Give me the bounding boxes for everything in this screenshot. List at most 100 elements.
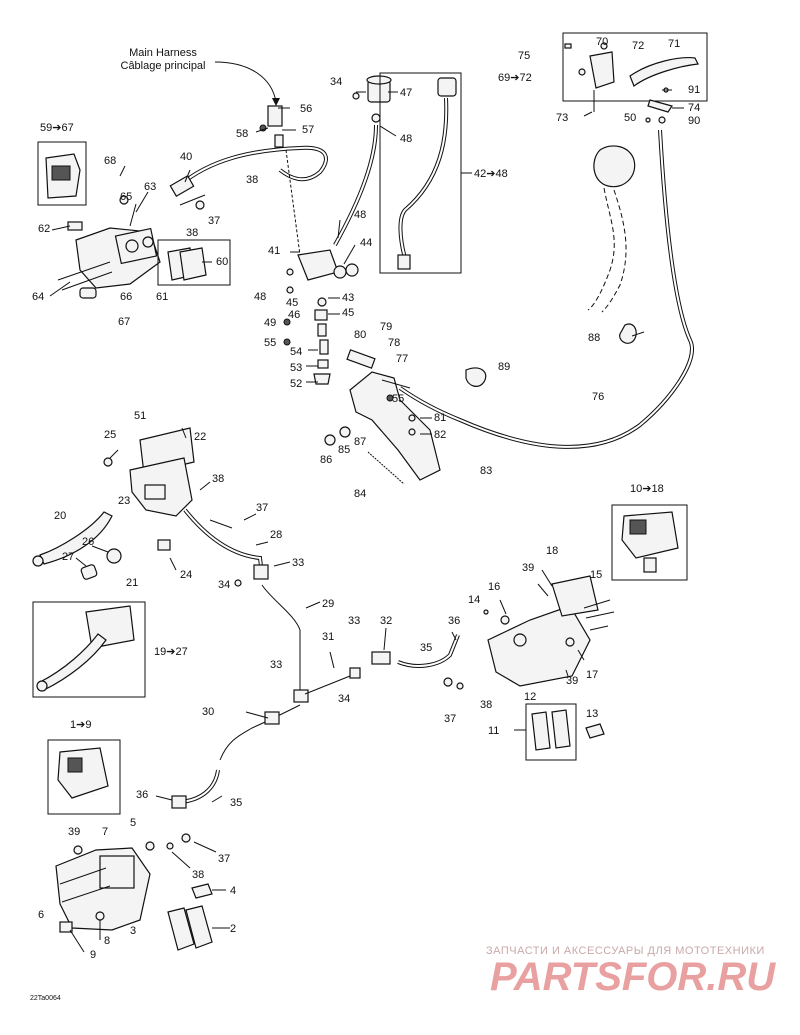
pin	[59, 867, 107, 885]
piston	[144, 484, 166, 500]
callout-60: 60	[216, 256, 228, 268]
washer-45	[317, 297, 327, 307]
callout-78: 78	[388, 337, 400, 349]
callout-48a: 48	[400, 133, 412, 145]
piston	[513, 633, 527, 647]
callout-34b: 34	[218, 579, 230, 591]
callout-4: 4	[230, 885, 236, 897]
lever-20	[39, 511, 113, 565]
callout-28: 28	[270, 529, 282, 541]
callout-77: 77	[396, 353, 408, 365]
brake-splitter-assembly	[259, 105, 359, 385]
callout-85: 85	[338, 444, 350, 456]
clip-13	[585, 723, 605, 739]
callout-61: 61	[156, 291, 168, 303]
bolt-34	[234, 579, 242, 587]
tie-wrap-88	[619, 323, 637, 344]
main-harness-label: Main Harness Câblage principal	[121, 47, 280, 106]
callout-55b: 55	[392, 393, 404, 405]
grip-housing	[593, 145, 636, 188]
pedal-83	[349, 371, 441, 481]
pin	[61, 271, 113, 291]
pin	[583, 599, 611, 609]
callout-33b: 33	[348, 615, 360, 627]
washer-38	[456, 682, 464, 690]
tie-89	[465, 367, 487, 387]
callout-51: 51	[134, 410, 146, 422]
reservoir-assembly	[333, 75, 392, 246]
callout-44: 44	[360, 237, 372, 249]
callout-84: 84	[354, 488, 366, 500]
callout-48b: 48	[354, 209, 366, 221]
bolt-39	[73, 845, 83, 855]
callout-72a: 72	[632, 40, 644, 52]
callout-36a: 36	[448, 615, 460, 627]
callout-81: 81	[434, 412, 446, 424]
callout-52: 52	[290, 378, 302, 390]
callout-83: 83	[480, 465, 492, 477]
callout-31: 31	[322, 631, 334, 643]
pin	[589, 625, 609, 631]
callout-36b: 36	[136, 789, 148, 801]
callout-29: 29	[322, 598, 334, 610]
callout-54: 54	[290, 346, 302, 358]
piston	[67, 757, 83, 773]
callout-79: 79	[380, 321, 392, 333]
spring-84	[367, 451, 405, 485]
line-29	[261, 584, 301, 690]
front-master-cylinder	[32, 427, 233, 580]
clamp-44	[333, 265, 347, 279]
seal	[317, 323, 327, 337]
spring-26	[106, 548, 122, 564]
callout-75: 75	[518, 50, 530, 62]
pad-11	[531, 711, 551, 751]
fitting	[264, 711, 280, 725]
clip-4	[191, 883, 213, 899]
pad-2	[167, 907, 195, 951]
callout-87: 87	[354, 436, 366, 448]
callout-19-27: 19➔27	[154, 646, 188, 658]
banjo-5	[145, 841, 155, 851]
callout-37a: 37	[208, 215, 220, 227]
fitting	[349, 667, 361, 679]
fitting-36	[171, 795, 187, 809]
harness-arrow-head	[272, 98, 280, 106]
callout-91: 91	[688, 84, 700, 96]
callout-45a: 45	[286, 297, 298, 309]
callout-76: 76	[592, 391, 604, 403]
bolt-82	[408, 428, 416, 436]
pad-11	[551, 709, 571, 749]
callout-70: 70	[596, 36, 608, 48]
bushing-70	[600, 42, 608, 50]
bushing-85	[339, 426, 351, 438]
callout-18: 18	[546, 545, 558, 557]
inset-frame	[32, 601, 146, 698]
harness-label-fr: Câblage principal	[121, 60, 206, 72]
inset-frame	[379, 72, 462, 274]
callout-42-48: 42➔48	[474, 168, 508, 180]
tee-lower	[293, 689, 309, 703]
drawing-code: 22Ta0064	[30, 995, 61, 1002]
bolt-41	[286, 268, 294, 276]
banjo-bolt-37	[443, 677, 453, 687]
piston	[629, 519, 647, 535]
callout-1-9: 1➔9	[70, 719, 91, 731]
inset-frame	[37, 141, 87, 206]
washer-50	[645, 117, 651, 123]
watermark-caption: ЗАПЧАСТИ И АКСЕССУАРЫ ДЛЯ МОТОТЕХНИКИ	[486, 945, 765, 957]
callout-8: 8	[104, 935, 110, 947]
piston-46	[314, 309, 328, 321]
banjo-bolt	[195, 200, 205, 210]
callout-16: 16	[488, 581, 500, 593]
callout-57: 57	[302, 124, 314, 136]
callout-38b: 38	[246, 174, 258, 186]
callout-23: 23	[118, 495, 130, 507]
callout-10-18: 10➔18	[630, 483, 664, 495]
callout-2: 2	[230, 923, 236, 935]
screw-34	[352, 92, 360, 100]
callout-59-67: 59➔67	[40, 122, 74, 134]
callout-17: 17	[586, 669, 598, 681]
bushing-9	[59, 921, 73, 933]
